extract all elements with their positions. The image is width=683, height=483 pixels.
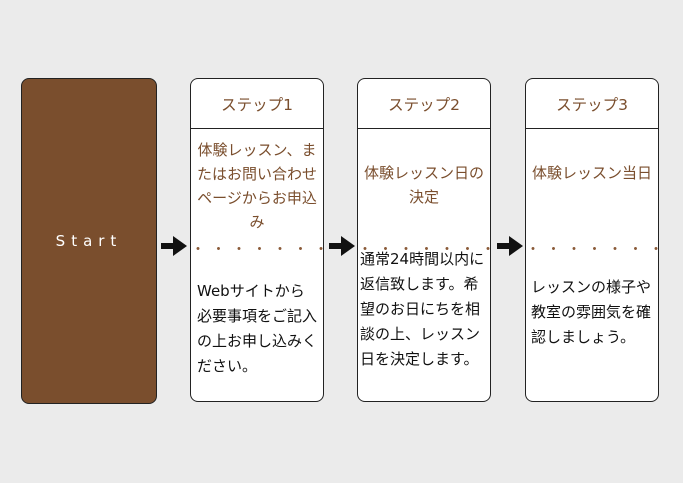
step-dots-2: ・・・・・・・ bbox=[358, 242, 491, 258]
step-body-1: Webサイトから必要事項をご記入の上お申し込みください。 bbox=[197, 282, 318, 375]
arrow-right-icon bbox=[497, 236, 523, 256]
step-title-2: 体験レッスン日の決定 bbox=[363, 164, 484, 206]
step-card-3: ステップ3 体験レッスン当日 ・・・・・・・ レッスンの様子や教室の雰囲気を確認… bbox=[525, 78, 659, 402]
step-body-3: レッスンの様子や教室の雰囲気を確認しましょう。 bbox=[531, 278, 652, 346]
step-card-2: ステップ2 体験レッスン日の決定 ・・・・・・・ 通常24時間以内に返信致します… bbox=[357, 78, 491, 402]
step-title-1: 体験レッスン、またはお問い合わせページからお申込み bbox=[196, 141, 317, 231]
step-header-2: ステップ2 bbox=[358, 79, 490, 129]
step-card-1: ステップ1 体験レッスン、またはお問い合わせページからお申込み ・・・・・・・ … bbox=[190, 78, 324, 402]
step-dots-3: ・・・・・・・ bbox=[526, 242, 659, 258]
step-dots-1: ・・・・・・・ bbox=[191, 242, 324, 258]
start-block: Start bbox=[21, 78, 157, 404]
step-header-3: ステップ3 bbox=[526, 79, 658, 129]
step-title-3: 体験レッスン当日 bbox=[531, 164, 652, 182]
step-header-1: ステップ1 bbox=[191, 79, 323, 129]
start-label: Start bbox=[55, 232, 123, 250]
arrow-right-icon bbox=[161, 236, 187, 256]
arrow-right-icon bbox=[329, 236, 355, 256]
step-body-2: 通常24時間以内に返信致します。希望のお日にちを相談の上、レッスン日を決定します… bbox=[360, 250, 485, 368]
